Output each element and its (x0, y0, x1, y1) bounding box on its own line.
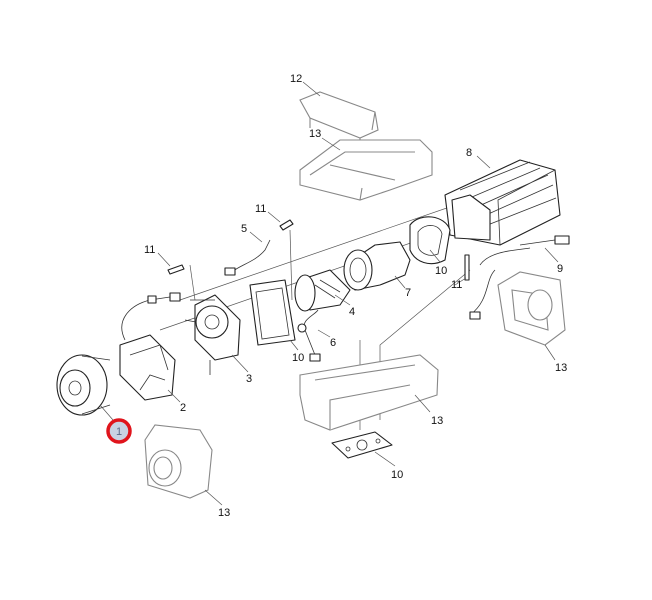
part-13-intake-cover-left (144, 424, 213, 499)
part-10-gasket-a (409, 216, 451, 265)
part-2-control-unit (119, 292, 181, 401)
label-3: 3 (246, 373, 252, 385)
label-10-a: 10 (435, 265, 447, 277)
label-13-mid: 13 (431, 415, 443, 427)
callout-1-selected[interactable]: 1 (106, 418, 132, 444)
part-1-impeller (56, 354, 111, 416)
label-7: 7 (405, 287, 411, 299)
label-12: 12 (290, 73, 302, 85)
label-10-c: 10 (391, 469, 403, 481)
part-11-screw-a (279, 219, 294, 231)
label-13-top: 13 (309, 128, 321, 140)
label-13-right: 13 (555, 362, 567, 374)
label-10-b: 10 (292, 352, 304, 364)
label-9: 9 (557, 263, 563, 275)
label-4: 4 (349, 306, 355, 318)
part-10-gasket-c (331, 431, 393, 459)
label-5: 5 (241, 223, 247, 235)
part-3-blower-motor (184, 294, 241, 375)
part-10-gasket-b (249, 279, 296, 346)
label-13-bottom: 13 (218, 507, 230, 519)
part-7-burner-tube (343, 241, 411, 291)
part-13-top-housing (299, 139, 433, 201)
label-11-c: 11 (451, 279, 462, 291)
part-11-screw-b (167, 264, 185, 275)
label-11-a: 11 (255, 203, 266, 215)
part-4-combustion-chamber (294, 269, 351, 312)
part-11-screw-c (464, 254, 470, 281)
callout-1-number[interactable]: 1 (116, 426, 122, 438)
callout-highlight-ring[interactable] (106, 418, 132, 444)
label-11-b: 11 (144, 244, 155, 256)
label-6: 6 (330, 337, 336, 349)
part-8-heat-exchanger (444, 159, 561, 246)
label-2: 2 (180, 402, 186, 414)
part-6-glow-plug (297, 309, 321, 362)
part-13-intake-cover-right (497, 271, 566, 346)
label-8: 8 (466, 147, 472, 159)
part-5-sensor (224, 239, 271, 276)
part-13-bottom-tray (299, 354, 439, 431)
part-9-sensor (469, 235, 570, 320)
